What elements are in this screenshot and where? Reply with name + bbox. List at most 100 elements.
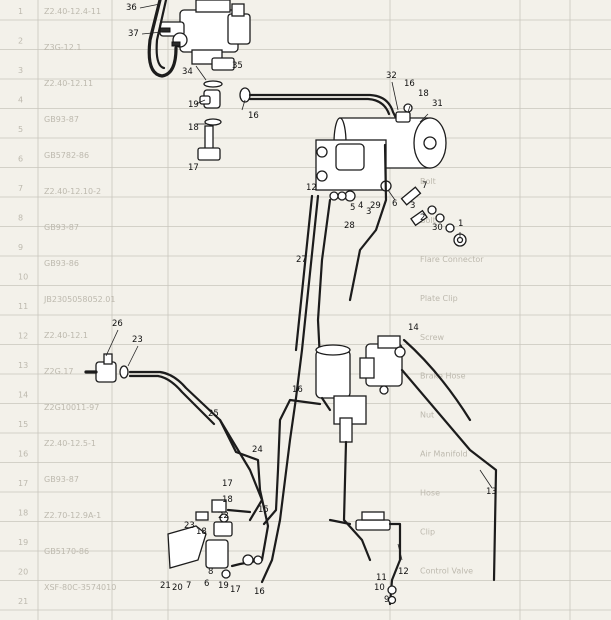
callout-label: 11 xyxy=(376,573,387,583)
callout-label: 19 xyxy=(218,581,229,591)
callout-label: 12 xyxy=(306,183,317,193)
callout-label: 18 xyxy=(188,123,199,133)
callout-label: 25 xyxy=(208,409,219,419)
bg-row-number: 4 xyxy=(18,96,23,105)
bg-row-number: 21 xyxy=(18,597,28,606)
leader-lines xyxy=(105,3,493,561)
bg-part-english-name: Bolt xyxy=(420,177,436,186)
lower-right-chamber xyxy=(328,511,402,606)
bg-part-english-name: Hose xyxy=(420,489,440,498)
callout-label: 16 xyxy=(404,79,415,89)
callout-label: 6 xyxy=(392,199,397,209)
bg-row-number: 7 xyxy=(18,184,23,193)
bg-part-code: Z2.40-12.5-1 xyxy=(44,439,96,448)
callout-label: 18 xyxy=(418,89,429,99)
bg-row-number: 8 xyxy=(18,214,23,223)
callout-label: 17 xyxy=(230,585,241,595)
callout-label: 6 xyxy=(204,579,209,589)
callout-label: 28 xyxy=(344,221,355,231)
bg-part-english-name: Air Manifold xyxy=(420,450,468,459)
bg-part-english-name: Flare Connector xyxy=(420,255,484,264)
callout-label: 20 xyxy=(172,583,183,593)
compressor-valve-group xyxy=(147,0,251,78)
bg-row-number: 9 xyxy=(18,243,23,252)
callout-label: 31 xyxy=(432,99,443,109)
bg-part-code: Z2.40-12.11 xyxy=(44,79,93,88)
compressor-fittings xyxy=(197,80,251,161)
callout-label: 18 xyxy=(196,527,207,537)
bg-part-code: GB5782-86 xyxy=(44,151,89,160)
callout-label: 24 xyxy=(252,445,263,455)
callout-label: 14 xyxy=(408,323,419,333)
bg-row-number: 17 xyxy=(18,479,28,488)
bg-part-code: Z2G.17 xyxy=(44,367,74,376)
bg-part-code: Z2G10011-97 xyxy=(44,403,99,412)
bg-part-code: Z2.40-12.4-11 xyxy=(44,7,101,16)
bg-row-number: 18 xyxy=(18,509,28,518)
callout-label: 37 xyxy=(128,29,139,39)
callout-label: 9 xyxy=(384,595,389,605)
callout-label: 3 xyxy=(366,207,371,217)
pipe-12 xyxy=(260,194,320,584)
callout-label: 2 xyxy=(420,213,425,223)
callout-label: 32 xyxy=(386,71,397,81)
bg-part-code: JB2305058052.01 xyxy=(43,295,115,304)
bg-part-english-name: Bolt xyxy=(420,216,436,225)
bg-part-code: Z2.70-12.9A-1 xyxy=(44,511,101,520)
treadle-valve xyxy=(167,499,263,579)
bg-part-code: Z2.40-12.1 xyxy=(44,331,88,340)
bg-row-number: 10 xyxy=(18,273,28,282)
callout-label: 7 xyxy=(422,181,427,191)
callout-label: 19 xyxy=(188,100,199,110)
callout-label: 13 xyxy=(486,487,497,497)
bg-part-code: GB5170-86 xyxy=(44,547,89,556)
callout-label: 16 xyxy=(248,111,259,121)
bg-row-number: 13 xyxy=(18,361,28,370)
callout-label: 22 xyxy=(218,511,229,521)
bg-row-number: 11 xyxy=(18,302,28,311)
callout-label: 26 xyxy=(112,319,123,329)
callout-label: 17 xyxy=(222,479,233,489)
bg-part-code: XSF-80C-3574010 xyxy=(44,583,116,592)
callout-label: 8 xyxy=(208,567,213,577)
bg-part-english-name: Screw xyxy=(420,333,445,342)
callout-label: 15 xyxy=(258,505,269,515)
bg-row-number: 12 xyxy=(18,332,28,341)
callout-label: 35 xyxy=(232,61,243,71)
callout-label: 21 xyxy=(160,581,171,591)
callout-label: 30 xyxy=(432,223,443,233)
bg-row-number: 1 xyxy=(18,7,23,16)
callout-label: 29 xyxy=(370,201,381,211)
callout-label: 27 xyxy=(296,255,307,265)
bg-row-number: 2 xyxy=(18,37,23,46)
callout-label: 23 xyxy=(132,335,143,345)
callout-label: 12 xyxy=(398,567,409,577)
brake-valve-assembly xyxy=(315,335,498,582)
bg-row-number: 3 xyxy=(18,66,23,75)
callout-label: 10 xyxy=(374,583,385,593)
callout-label: 36 xyxy=(126,3,137,13)
valve-bracket xyxy=(315,139,392,202)
bg-part-english-name: Nut xyxy=(420,411,434,420)
bg-row-number: 5 xyxy=(18,125,23,134)
bg-part-code: GB93-87 xyxy=(44,115,79,124)
bg-part-code: GB93-86 xyxy=(44,259,79,268)
bg-part-code: GB93-87 xyxy=(44,475,79,484)
bg-part-english-name: Plate Clip xyxy=(420,294,458,303)
callout-label: 16 xyxy=(254,587,265,597)
bg-row-number: 6 xyxy=(18,155,23,164)
bg-part-english-name: Clip xyxy=(420,527,435,536)
bg-part-english-name: Control Valve xyxy=(420,566,473,575)
drain-fittings xyxy=(400,186,467,247)
supply-pipe-upper xyxy=(248,93,400,124)
pipe-27 xyxy=(316,198,332,362)
callout-label: 7 xyxy=(186,581,191,591)
callout-label: 23 xyxy=(184,521,195,531)
callout-label: 34 xyxy=(182,67,193,77)
bg-row-number: 20 xyxy=(18,568,28,577)
callout-label: 16 xyxy=(292,385,303,395)
bg-row-number: 15 xyxy=(18,420,28,429)
